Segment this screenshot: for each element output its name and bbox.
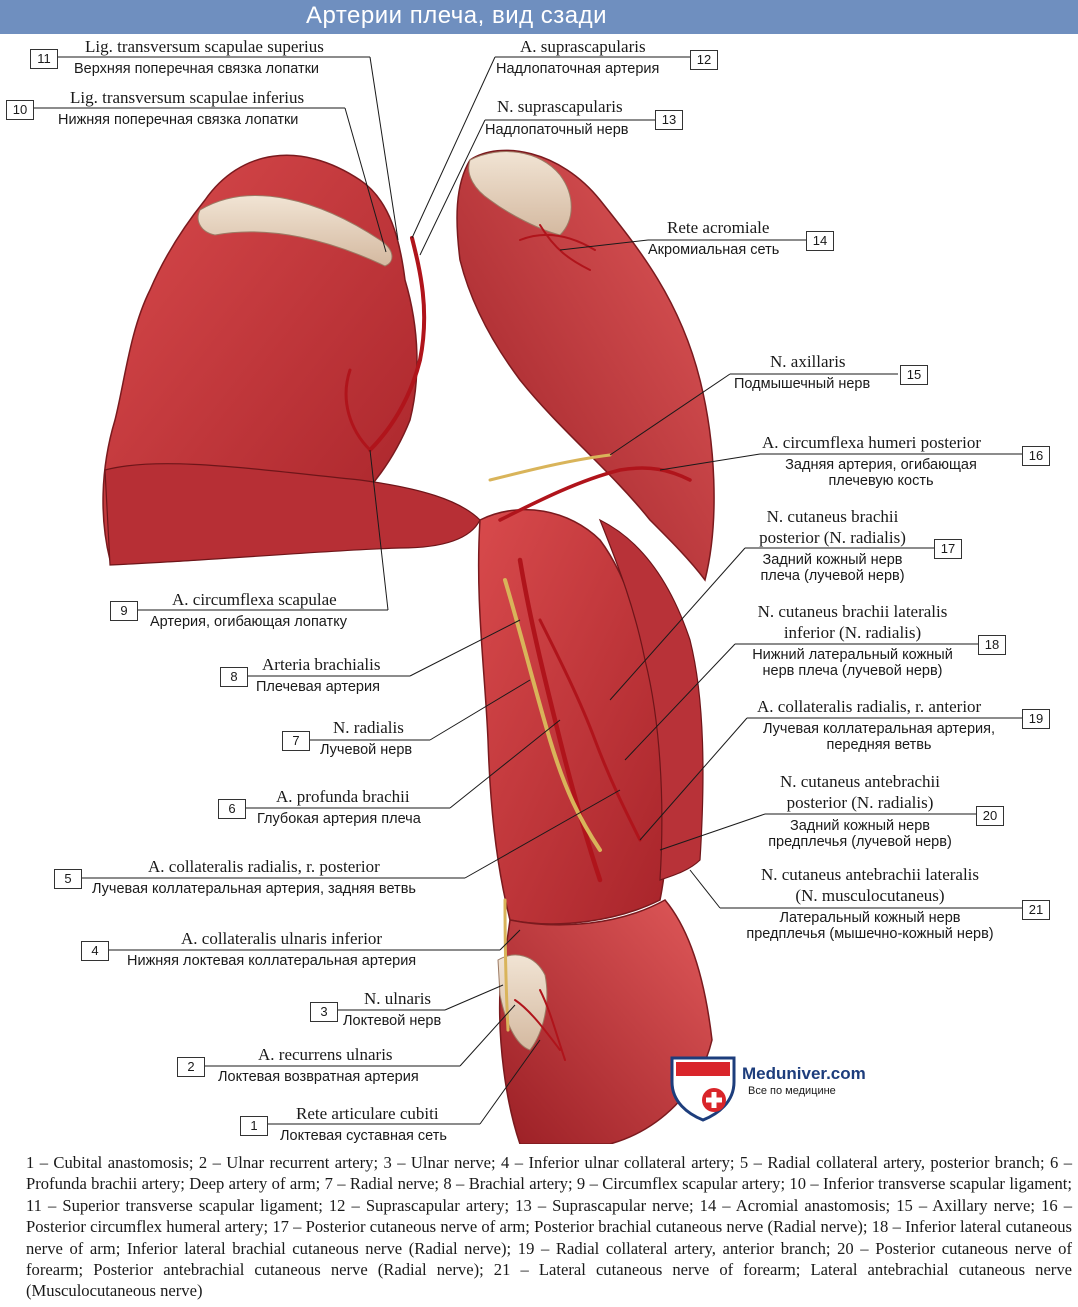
label-latin-17: N. cutaneus brachii bbox=[766, 507, 899, 526]
label-number-18: 18 bbox=[978, 635, 1006, 655]
meduniver-shield-icon bbox=[670, 1056, 736, 1122]
figure-caption: 1 – Cubital anastomosis; 2 – Ulnar recur… bbox=[26, 1153, 1072, 1301]
label-number-20: 20 bbox=[976, 806, 1004, 826]
label-latin-14: Rete acromiale bbox=[667, 218, 770, 237]
label-latin-21-line2: (N. musculocutaneus) bbox=[795, 886, 945, 905]
label-number-5: 5 bbox=[54, 869, 82, 889]
triceps-long-head bbox=[477, 508, 669, 925]
label-latin-1: Rete articulare cubiti bbox=[296, 1104, 439, 1123]
label-number-15: 15 bbox=[900, 365, 928, 385]
label-number-19: 19 bbox=[1022, 709, 1050, 729]
label-number-6: 6 bbox=[218, 799, 246, 819]
triceps-lateral-head bbox=[598, 518, 704, 881]
label-latin-17-line2: posterior (N. radialis) bbox=[759, 528, 906, 547]
circumflex-scapular-artery-path bbox=[344, 368, 372, 452]
label-latin-20: N. cutaneus antebrachii bbox=[779, 772, 940, 791]
label-number-13: 13 bbox=[655, 110, 683, 130]
label-latin-18: N. cutaneus brachii lateralis bbox=[757, 602, 948, 621]
label-russian-10: Нижняя поперечная связка лопатки bbox=[58, 112, 299, 128]
label-number-21: 21 bbox=[1022, 900, 1050, 920]
label-latin-5: A. collateralis radialis, r. posterior bbox=[148, 857, 380, 876]
label-latin-21: N. cutaneus antebrachii lateralis bbox=[760, 865, 980, 884]
profunda-brachii-artery-path bbox=[538, 618, 642, 842]
page-title: Артерии плеча, вид сзади bbox=[306, 2, 608, 29]
label-number-2: 2 bbox=[177, 1057, 205, 1077]
label-russian-17: Задний кожный нерв bbox=[762, 552, 903, 568]
label-russian-18-line2: нерв плеча (лучевой нерв) bbox=[762, 663, 943, 679]
label-latin-13: N. suprascapularis bbox=[497, 97, 623, 116]
cubital-anastomosis-path bbox=[514, 989, 566, 1061]
arteries bbox=[344, 224, 692, 1061]
logo-name: Meduniver.com bbox=[742, 1064, 866, 1083]
anatomical-illustration bbox=[102, 149, 715, 1144]
label-number-17: 17 bbox=[934, 539, 962, 559]
label-latin-10: Lig. transversum scapulae inferius bbox=[70, 88, 305, 107]
acromion bbox=[468, 151, 572, 236]
label-number-10: 10 bbox=[6, 100, 34, 120]
suprascapular-artery-path bbox=[368, 236, 427, 452]
leader-lines bbox=[34, 56, 1022, 1125]
label-latin-7: N. radialis bbox=[333, 718, 404, 737]
brachial-artery-path bbox=[517, 557, 603, 883]
label-russian-17-line2: плеча (лучевой нерв) bbox=[760, 568, 905, 584]
label-russian-3: Локтевой нерв bbox=[343, 1013, 442, 1029]
label-russian-12: Надлопаточная артерия bbox=[496, 61, 660, 77]
label-russian-21-line2: предплечья (мышечно-кожный нерв) bbox=[746, 926, 994, 942]
label-number-4: 4 bbox=[81, 941, 109, 961]
label-russian-9: Артерия, огибающая лопатку bbox=[150, 614, 347, 630]
acromial-network-path bbox=[519, 224, 596, 271]
label-number-1: 1 bbox=[240, 1116, 268, 1136]
label-russian-2: Локтевая возвратная артерия bbox=[218, 1069, 419, 1085]
label-russian-4: Нижняя локтевая коллатеральная артерия bbox=[127, 953, 417, 969]
axillary-nerve-path bbox=[488, 453, 612, 482]
label-russian-19-line2: передняя ветвь bbox=[826, 737, 932, 753]
label-russian-18: Нижний латеральный кожный bbox=[752, 647, 953, 663]
label-number-7: 7 bbox=[282, 731, 310, 751]
label-number-12: 12 bbox=[690, 50, 718, 70]
label-latin-6: A. profunda brachii bbox=[276, 787, 410, 806]
label-latin-16: A. circumflexa humeri posterior bbox=[762, 433, 982, 452]
label-latin-4: A. collateralis ulnaris inferior bbox=[181, 929, 383, 948]
label-russian-11: Верхняя поперечная связка лопатки bbox=[74, 61, 320, 77]
label-russian-21: Латеральный кожный нерв bbox=[779, 910, 961, 926]
label-russian-7: Лучевой нерв bbox=[320, 742, 413, 758]
label-latin-12: A. suprascapularis bbox=[520, 37, 646, 56]
label-number-11: 11 bbox=[30, 49, 58, 69]
label-russian-16-line2: плечевую кость bbox=[828, 473, 934, 489]
label-russian-19: Лучевая коллатеральная артерия, bbox=[763, 721, 995, 737]
label-russian-20: Задний кожный нерв bbox=[789, 818, 931, 834]
label-latin-8: Arteria brachialis bbox=[262, 655, 381, 674]
label-number-9: 9 bbox=[110, 601, 138, 621]
label-russian-15: Подмышечный нерв bbox=[734, 376, 871, 392]
forearm-muscles bbox=[498, 899, 713, 1144]
posterior-circumflex-humeral-artery-path bbox=[498, 466, 692, 522]
title-bar bbox=[0, 0, 1078, 34]
label-latin-9: A. circumflexa scapulae bbox=[172, 590, 337, 609]
label-latin-11: Lig. transversum scapulae superius bbox=[85, 37, 324, 56]
label-russian-20-line2: предплечья (лучевой нерв) bbox=[768, 834, 952, 850]
label-russian-14: Акромиальная сеть bbox=[648, 242, 780, 258]
label-russian-1: Локтевая суставная сеть bbox=[280, 1128, 447, 1144]
label-latin-15: N. axillaris bbox=[770, 352, 846, 371]
label-russian-13: Надлопаточный нерв bbox=[485, 122, 629, 138]
scapular-spine bbox=[197, 195, 393, 267]
label-number-14: 14 bbox=[806, 231, 834, 251]
ulnar-nerve-path bbox=[503, 898, 510, 1032]
label-latin-3: N. ulnaris bbox=[364, 989, 432, 1008]
label-latin-2: A. recurrens ulnaris bbox=[258, 1045, 393, 1064]
label-latin-19: A. collateralis radialis, r. anterior bbox=[757, 697, 982, 716]
label-latin-18-line2: inferior (N. radialis) bbox=[783, 623, 922, 642]
label-number-3: 3 bbox=[310, 1002, 338, 1022]
deltoid-muscle bbox=[456, 149, 715, 582]
label-number-8: 8 bbox=[220, 667, 248, 687]
label-russian-5: Лучевая коллатеральная артерия, задняя в… bbox=[92, 881, 416, 897]
nerves bbox=[488, 453, 612, 1032]
label-russian-16: Задняя артерия, огибающая bbox=[785, 457, 977, 473]
radial-nerve-path bbox=[503, 578, 602, 852]
label-latin-20-line2: posterior (N. radialis) bbox=[786, 793, 934, 812]
label-number-16: 16 bbox=[1022, 446, 1050, 466]
label-russian-6: Глубокая артерия плеча bbox=[257, 811, 421, 827]
label-russian-8: Плечевая артерия bbox=[256, 679, 380, 695]
logo-tagline: Все по медицине bbox=[748, 1085, 836, 1097]
